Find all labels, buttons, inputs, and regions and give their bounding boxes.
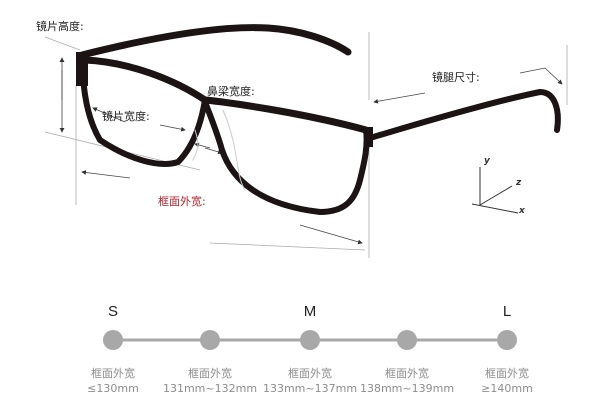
- label-lens-width: 镜片宽度:: [102, 110, 150, 123]
- label-lens-height: 镜片高度:: [36, 20, 84, 33]
- caption-title: 框面外宽: [287, 367, 332, 380]
- size-dot: [300, 330, 320, 350]
- axis-y-label: y: [484, 156, 490, 166]
- xyz-axes-icon: [471, 167, 519, 214]
- size-caption: 框面外宽 131mm~132mm: [163, 366, 257, 396]
- caption-range: 133mm~137mm: [262, 382, 358, 395]
- dimension-guides: [44, 32, 568, 258]
- size-dot: [397, 330, 417, 350]
- size-dot: [200, 330, 220, 350]
- caption-range: ≥140mm: [481, 382, 533, 395]
- caption-title: 框面外宽: [384, 367, 429, 380]
- size-caption: 框面外宽 133mm~137mm: [263, 366, 357, 396]
- caption-range: ≤130mm: [87, 382, 139, 395]
- size-label-l: L: [502, 303, 512, 320]
- axis-x-label: x: [519, 206, 525, 216]
- size-caption: 框面外宽 138mm~139mm: [360, 366, 454, 396]
- label-bridge-width: 鼻梁宽度:: [207, 85, 255, 98]
- size-caption: 框面外宽 ≤130mm: [87, 366, 139, 396]
- dimension-arrows: [59, 57, 563, 245]
- size-label-s: S: [107, 303, 119, 320]
- axis-z-label: z: [516, 178, 522, 188]
- caption-range: 138mm~139mm: [359, 382, 455, 395]
- caption-title: 框面外宽: [91, 367, 135, 380]
- hinge-left: [76, 52, 88, 86]
- size-caption: 框面外宽 ≥140mm: [481, 366, 533, 396]
- hinge-right: [364, 127, 373, 147]
- size-dot: [497, 330, 517, 350]
- glasses-frame: [78, 24, 561, 216]
- caption-title: 框面外宽: [187, 367, 232, 380]
- label-frame-width: 框面外宽:: [158, 195, 206, 208]
- size-dot: [103, 330, 123, 350]
- caption-title: 框面外宽: [485, 367, 529, 380]
- label-temple-length: 镜腿尺寸:: [432, 71, 480, 84]
- size-label-m: M: [303, 303, 317, 320]
- caption-range: 131mm~132mm: [162, 382, 258, 395]
- size-scale: [103, 330, 517, 350]
